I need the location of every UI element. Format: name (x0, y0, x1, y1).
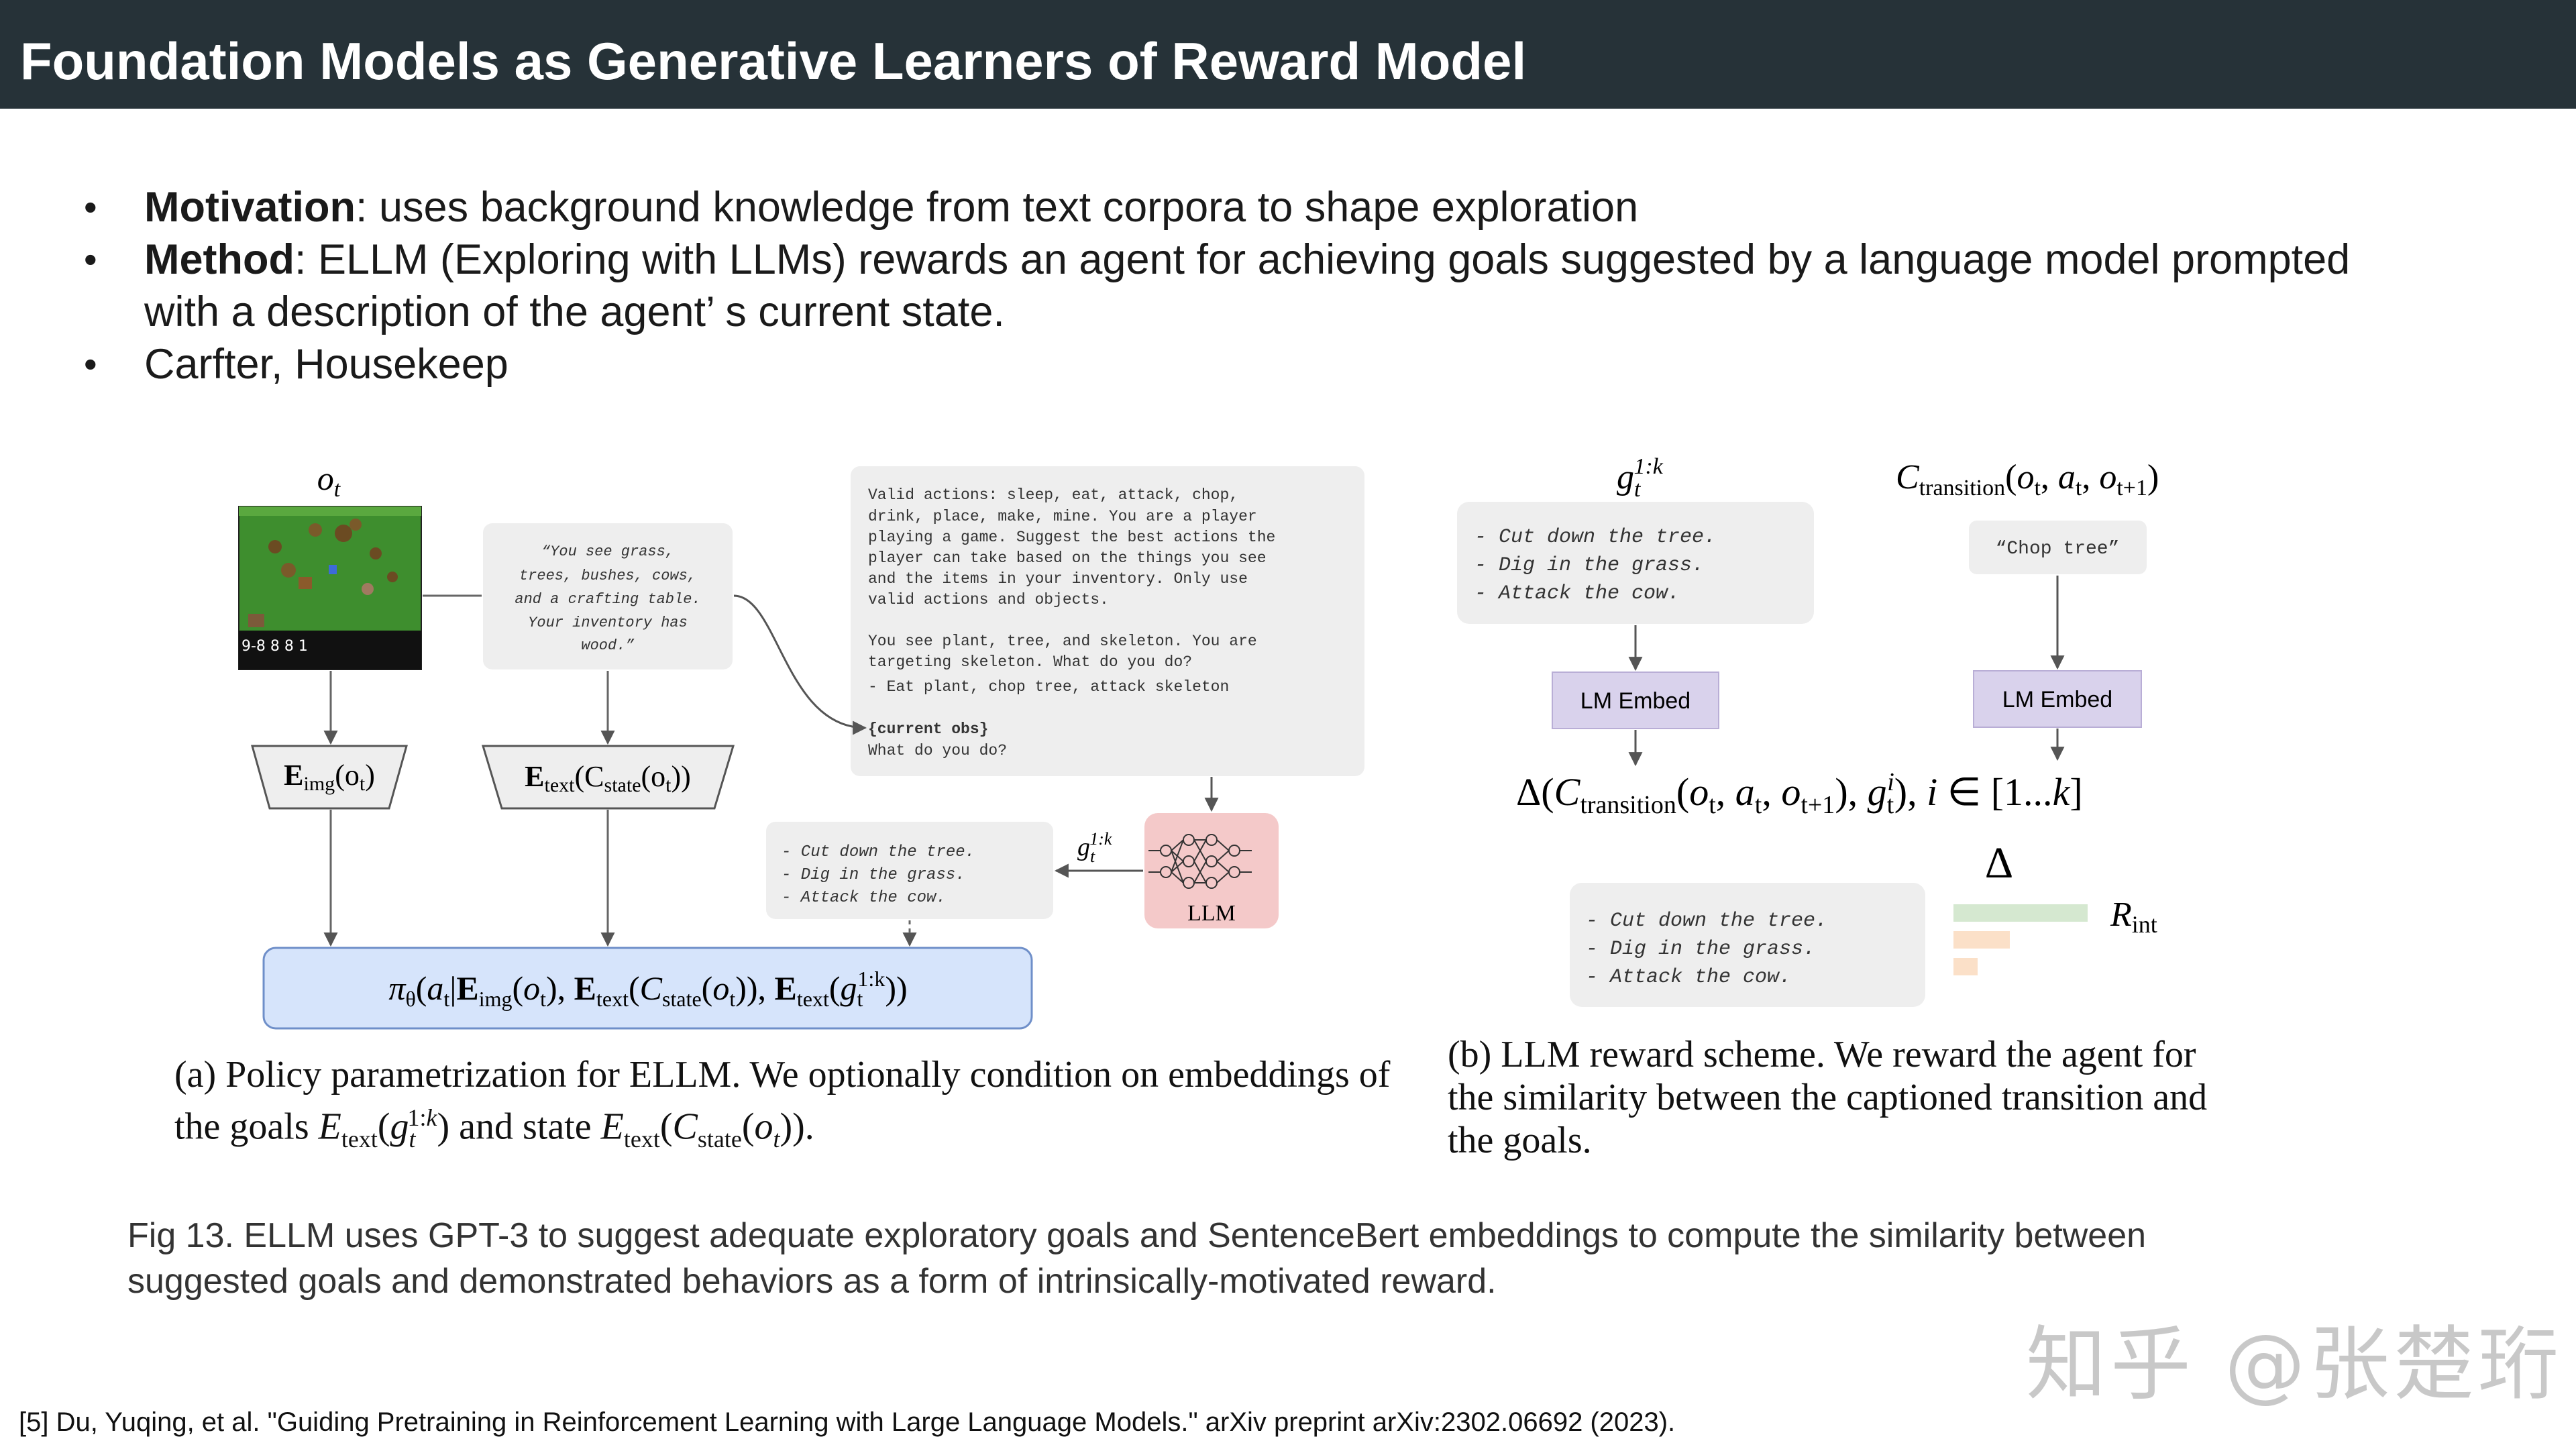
goal-label-b: gt1:k (1617, 454, 1664, 502)
lm-embed-box-2 (1973, 670, 2142, 728)
state-caption-text: “You see grass, trees, bushes, cows, and… (515, 543, 700, 654)
reference: [5] Du, Yuqing, et al. "Guiding Pretrain… (19, 1407, 1676, 1437)
goal-item: - Cut down the tree. (1586, 910, 1827, 932)
goal-item: - Dig in the grass. (1586, 938, 1815, 961)
bullet-bold: Method (144, 236, 294, 283)
caption-a: (a) Policy parametrization for ELLM. We … (174, 1053, 1390, 1161)
prompt-line: player can take based on the things you … (868, 549, 1267, 567)
bullet-bold: Motivation (144, 184, 356, 231)
text-encoder-label: Etext(Cstate(ot)) (525, 760, 691, 796)
goal-item: - Cut down the tree. (782, 843, 975, 861)
llm-prompt-box (851, 466, 1364, 776)
state-caption-line: “You see grass, (541, 543, 674, 560)
goal-item: - Attack the cow. (1474, 582, 1680, 605)
delta-symbol: Δ (1985, 839, 2013, 888)
text-encoder-shape (481, 745, 735, 810)
bullet-dot-icon: • (84, 343, 97, 385)
title-bar: Foundation Models as Generative Learners… (0, 0, 2576, 109)
transition-caption-box (1969, 521, 2147, 574)
goals-text: - Cut down the tree. - Dig in the grass.… (782, 843, 975, 907)
llm-box (1144, 813, 1279, 928)
goals-box-b (1457, 502, 1814, 624)
prompt-line: and the items in your inventory. Only us… (868, 570, 1248, 588)
goal-item: - Dig in the grass. (782, 866, 965, 884)
state-caption-line: and a crafting table. (515, 591, 700, 608)
policy-expression: πθ(at|Eimg(ot), Etext(Cstate(ot)), Etext… (388, 967, 907, 1011)
figure-caption: Fig 13. ELLM uses GPT-3 to suggest adequ… (127, 1213, 2442, 1304)
bullet-method: • Method: ELLM (Exploring with LLMs) rew… (84, 233, 2358, 338)
transition-caption: “Chop tree” (1996, 539, 2120, 559)
goal-item: - Attack the cow. (782, 889, 946, 907)
figure-caption-line1: Fig 13. ELLM uses GPT-3 to suggest adequ… (127, 1216, 2147, 1255)
state-caption-line: wood.” (581, 637, 635, 654)
figure-caption-line2: suggested goals and demonstrated behavio… (127, 1262, 1497, 1301)
prompt-line: What do you do? (868, 742, 1007, 759)
caption-a-line2: the goals Etext(gt1:k) and state Etext(C… (174, 1104, 814, 1152)
llm-prompt-text: Valid actions: sleep, eat, attack, chop,… (868, 486, 1275, 759)
neural-net-icon (1148, 834, 1252, 889)
bullet-text: : ELLM (Exploring with LLMs) rewards an … (294, 236, 2351, 283)
policy-box (262, 947, 1033, 1030)
image-encoder-label: Eimg(ot) (284, 759, 375, 795)
bullet-environments: • Carfter, Housekeep (84, 338, 2358, 390)
lm-embed-label-1: LM Embed (1580, 688, 1690, 714)
prompt-line: {current obs} (868, 720, 988, 738)
reward-bar (1953, 904, 2088, 922)
caption-b-line2: the similarity between the captioned tra… (1448, 1077, 2208, 1118)
delta-expression: Δ(Ctransition(ot, at, ot+1), gti), i ∈ [… (1516, 768, 2083, 819)
caption-to-prompt-arrow (733, 594, 867, 735)
bullet-dot-icon: • (84, 186, 97, 228)
slide-title: Foundation Models as Generative Learners… (20, 32, 1527, 91)
goals-text-c: - Cut down the tree. - Dig in the grass.… (1586, 910, 1827, 989)
bullet-text: Carfter, Housekeep (144, 341, 508, 388)
game-hud: 9-8 8 8 1 (241, 638, 308, 655)
prompt-line: drink, place, make, mine. You are a play… (868, 508, 1257, 525)
state-caption-line: trees, bushes, cows, (519, 568, 696, 584)
lm-embed-label-2: LM Embed (2002, 687, 2112, 712)
prompt-line: valid actions and objects. (868, 591, 1109, 608)
caption-a-line1: (a) Policy parametrization for ELLM. We … (174, 1054, 1391, 1095)
goal-item: - Cut down the tree. (1474, 526, 1716, 549)
transition-label: Ctransition(ot, at, ot+1) (1896, 458, 2159, 500)
goal-label-a: gt1:k (1077, 829, 1112, 866)
watermark: 知乎 @张楚珩 (2026, 1318, 2563, 1411)
lm-embed-box-1 (1552, 672, 1719, 729)
bullet-motivation: • Motivation: uses background knowledge … (84, 181, 2358, 233)
goals-box-c (1570, 883, 1925, 1007)
prompt-line: - Eat plant, chop tree, attack skeleton (868, 678, 1229, 696)
caption-b-line3: the goals. (1448, 1120, 1592, 1161)
reward-bars (1953, 904, 2088, 975)
llm-label: LLM (1187, 901, 1236, 926)
caption-b-line1: (b) LLM reward scheme. We reward the age… (1448, 1034, 2196, 1075)
bullet-text: : uses background knowledge from text co… (355, 184, 1639, 231)
bullet-dot-icon: • (84, 238, 97, 280)
bullet-text-continued: with a description of the agent’ s curre… (144, 288, 1005, 335)
goal-item: - Dig in the grass. (1474, 554, 1704, 577)
reward-bar (1953, 958, 1978, 975)
game-frame-image: 9-8 8 8 1 (238, 506, 422, 670)
caption-b: (b) LLM reward scheme. We reward the age… (1448, 1033, 2207, 1162)
reward-bar (1953, 931, 2010, 949)
prompt-line: targeting skeleton. What do you do? (868, 653, 1192, 671)
goal-item: - Attack the cow. (1586, 966, 1791, 989)
prompt-line: Valid actions: sleep, eat, attack, chop, (868, 486, 1238, 504)
state-caption-box (483, 523, 733, 669)
goals-box (766, 822, 1053, 919)
goals-text-b: - Cut down the tree. - Dig in the grass.… (1474, 526, 1716, 605)
rint-label: Rint (2110, 896, 2157, 938)
obs-label: ot (317, 460, 341, 502)
state-caption-line: Your inventory has (528, 614, 688, 631)
prompt-line: playing a game. Suggest the best actions… (868, 529, 1275, 546)
prompt-line: You see plant, tree, and skeleton. You a… (868, 633, 1257, 650)
image-encoder-shape (251, 745, 408, 810)
